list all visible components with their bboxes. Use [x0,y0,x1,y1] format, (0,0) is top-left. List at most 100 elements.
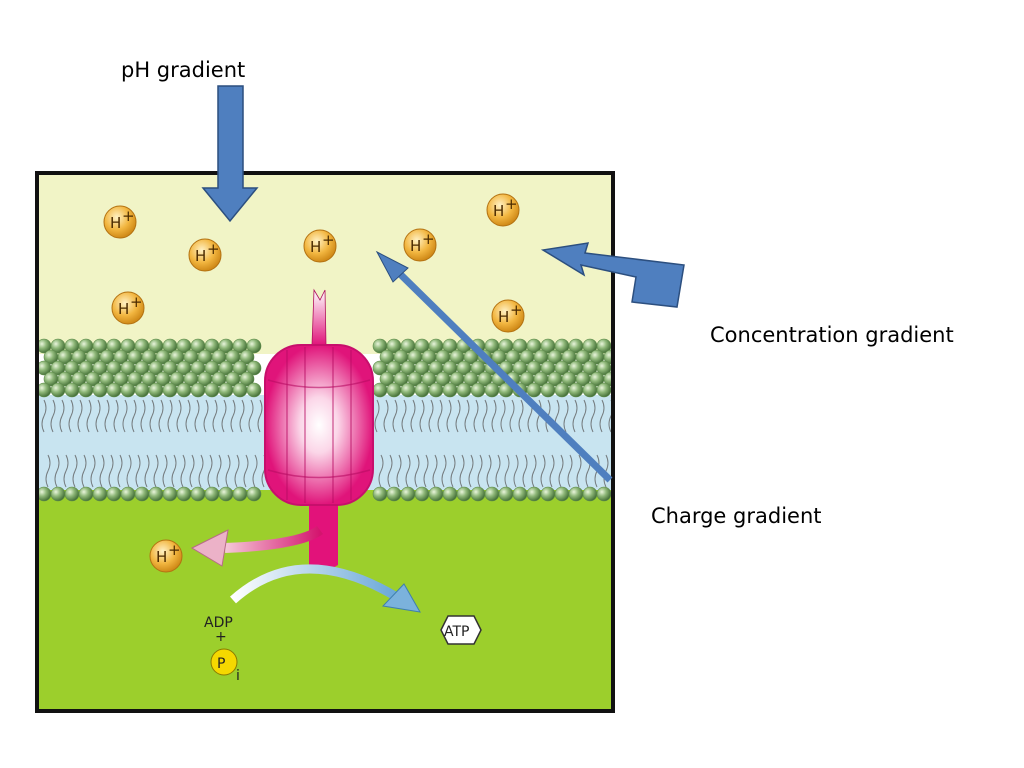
lipid-head [526,382,542,398]
lipid-head [246,338,262,354]
synthase-ring-bands [267,379,371,479]
svg-text:H: H [156,548,167,566]
lipid-head [512,486,528,502]
proton-exit-arrow [224,525,323,553]
lipid-head [400,382,416,398]
lipid-heads-top [38,338,612,398]
svg-text:+: + [505,195,518,213]
phosphate-subscript: i [236,668,240,684]
lipid-head [540,486,556,502]
charge-gradient-label: Charge gradient [651,504,822,528]
svg-text:H: H [110,214,121,232]
lipid-head [246,382,262,398]
lipid-head [218,382,234,398]
lipid-tail [446,399,456,488]
lipid-head [38,486,52,502]
synthase-channel-top [311,288,327,346]
ph-gradient-arrow [201,85,259,223]
lipid-tail [68,399,78,488]
lipid-tail [194,399,204,488]
svg-text:+: + [207,240,220,258]
lipid-head [246,486,262,502]
concentration-gradient-arrow [540,242,685,308]
svg-text:H: H [118,300,129,318]
atp-hexagon [440,615,482,645]
lipid-tail [104,399,114,488]
lipid-tail [536,399,546,488]
lipid-tail [131,399,141,488]
lipid-head [162,486,178,502]
lipid-tail [167,399,177,488]
lipid-tail [491,399,501,488]
lipid-tail [374,399,384,488]
svg-text:H: H [195,247,206,265]
atp-formation-arrow [229,564,398,604]
lipid-head [92,382,108,398]
atp-label: ATP [444,624,469,640]
lipid-head [400,486,416,502]
lipid-tails [41,399,612,488]
svg-text:H: H [310,238,321,256]
lipid-head [582,382,598,398]
lipid-head [218,486,234,502]
lipid-tail [203,399,213,488]
lipid-head [470,382,486,398]
proton-ion: H+ [149,539,183,573]
adp-label: ADP [204,615,233,631]
proton-ion: H+ [188,238,222,272]
lipid-head [239,371,255,387]
ph-gradient-label: pH gradient [121,58,246,82]
lipid-head [134,486,150,502]
lipid-head [176,486,192,502]
proton-ion: H+ [491,299,525,333]
synthase-ring-lines [286,347,352,503]
lipid-head [526,486,542,502]
lipid-head [78,382,94,398]
svg-text:+: + [510,301,523,319]
lipid-head [120,382,136,398]
svg-text:+: + [322,231,335,249]
svg-text:+: + [122,207,135,225]
lipid-tail [221,399,231,488]
lipid-head [456,486,472,502]
lipid-tail [509,399,519,488]
lipid-head [148,486,164,502]
lipid-head [568,382,584,398]
lipid-tail [86,399,96,488]
lipid-tail [500,399,510,488]
lipid-tail [77,399,87,488]
lipid-tail [59,399,69,488]
lipid-head [134,382,150,398]
charge-gradient-arrow [395,269,613,483]
lipid-tail [599,399,609,488]
lipid-head [498,486,514,502]
lipid-tail [455,399,465,488]
atp-synthase [264,288,374,570]
lipid-tail [185,399,195,488]
charge-gradient-arrowhead [375,250,409,283]
lipid-tail [41,399,51,488]
lipid-head [582,486,598,502]
lipid-head [372,486,388,502]
lipid-head [414,486,430,502]
lipid-tail [428,399,438,488]
lipid-head [554,486,570,502]
svg-text:H: H [410,237,421,255]
lipid-head [232,486,248,502]
lipid-tail [230,399,240,488]
lipid-head [484,486,500,502]
lipid-head [204,486,220,502]
lipid-head [162,382,178,398]
lipid-head [204,382,220,398]
lipid-tail [518,399,528,488]
lipid-head [64,486,80,502]
lipid-tail [176,399,186,488]
lipid-tail [212,399,222,488]
svg-text:+: + [422,230,435,248]
lipid-tail [437,399,447,488]
lipid-head [484,382,500,398]
lipid-tail [464,399,474,488]
lipid-head [596,486,612,502]
lipid-head [239,349,255,365]
lipid-head [78,486,94,502]
